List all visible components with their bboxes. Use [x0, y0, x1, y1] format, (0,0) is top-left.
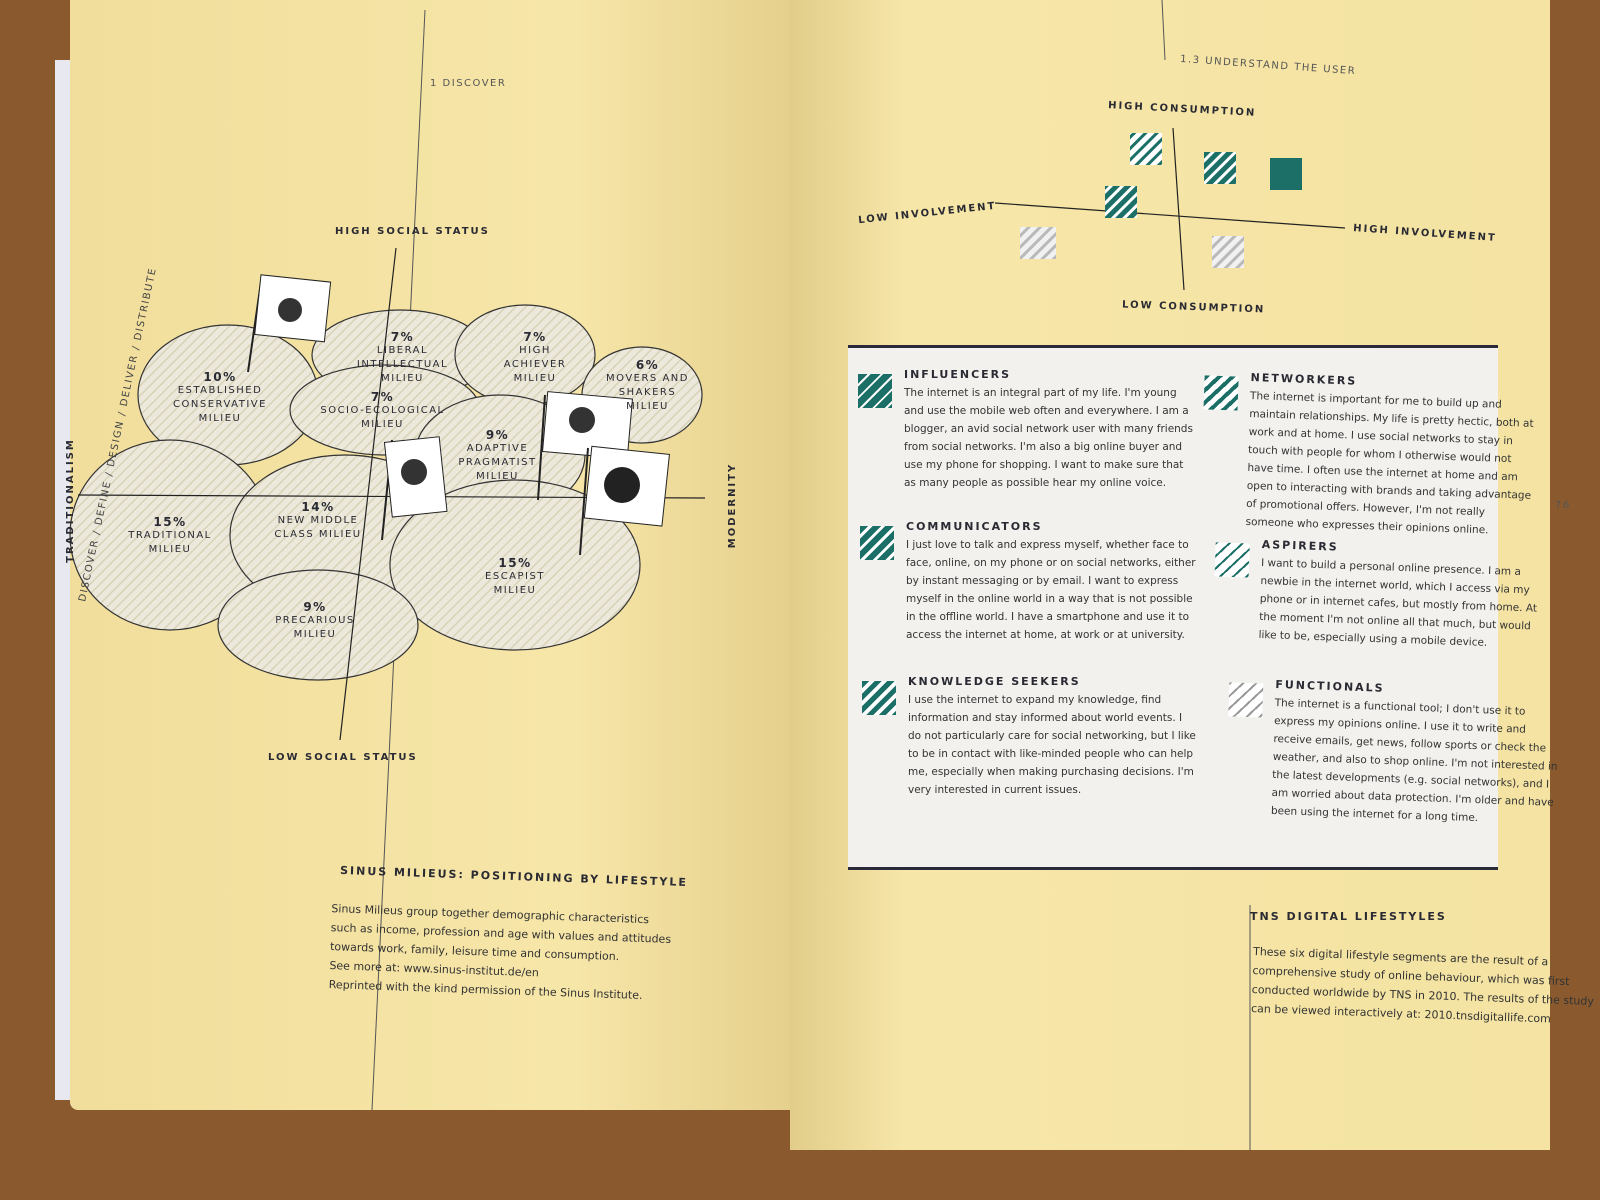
milieu-new-middle-class: 14%New Middle Class Milieu: [274, 500, 362, 540]
page-edges: [55, 60, 73, 1100]
digital-lifestyle-quadrant: [994, 0, 1346, 1150]
braided-woman-icon: [569, 407, 595, 433]
milieu-high-achiever: 7%High Achiever Milieu: [503, 330, 567, 384]
milieu-liberal-intellectual: 7%Liberal Intellectual Milieu: [356, 330, 449, 384]
milieu-movers-shakers: 6%Movers and Shakers Milieu: [606, 358, 689, 412]
woman-portrait-icon: [401, 459, 427, 485]
man-with-hat-icon: [278, 298, 302, 322]
communicators-swatch-icon: [860, 526, 894, 560]
milieu-precarious: 9%Precarious Milieu: [275, 600, 355, 640]
caption-title-tns: TNS DIGITAL LIFESTYLES: [1250, 910, 1447, 923]
milieu-escapist: 15%Escapist Milieu: [485, 556, 545, 596]
functionals-swatch-icon: [1228, 682, 1264, 718]
aspirers-swatch-icon: [1214, 542, 1250, 578]
milieu-traditional: 15%Traditional Milieu: [128, 515, 212, 555]
page-number: 76: [1555, 500, 1571, 511]
axis-low-social-status: LOW SOCIAL STATUS: [268, 752, 418, 763]
milieu-adaptive-pragmatist: 9%Adaptive Pragmatist Milieu: [458, 428, 537, 482]
swatch-top: [1270, 158, 1302, 190]
afro-glasses-icon: [604, 467, 640, 503]
swatch-communicators: [1105, 186, 1137, 218]
influencers-swatch-icon: [858, 374, 892, 408]
knowledge-seekers-swatch-icon: [862, 681, 896, 715]
swatch-aspirers: [1212, 236, 1244, 268]
networkers-swatch-icon: [1203, 375, 1239, 411]
milieu-established-conservative: 10%Established Conservative Milieu: [173, 370, 267, 424]
milieu-socio-ecological: 7%Socio-Ecological Milieu: [320, 390, 445, 430]
swatch-influencers: [1204, 152, 1236, 184]
axis-high-social-status: HIGH SOCIAL STATUS: [335, 226, 490, 237]
axis-modernity: MODERNITY: [727, 462, 739, 549]
caption-text-tns: These six digital lifestyle segments are…: [1250, 945, 1595, 1026]
caption-text-sinus: Sinus Milieus group together demographic…: [328, 902, 672, 1002]
swatch-functionals: [1020, 227, 1056, 259]
running-head-left: 1 DISCOVER: [430, 78, 507, 89]
swatch-networkers: [1130, 133, 1162, 165]
flags: [247, 274, 670, 556]
sinus-milieu-diagram: [69, 9, 706, 1111]
axis-traditionalism: TRADITIONALISM: [64, 438, 76, 563]
